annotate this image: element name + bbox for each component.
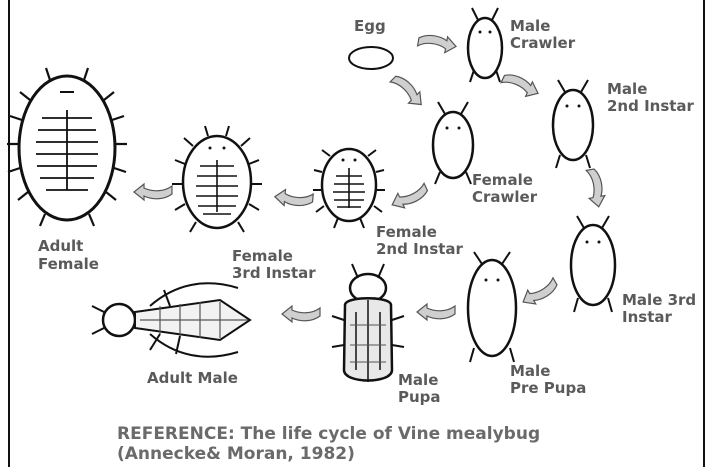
label-male-3rd-instar-line1: Male 3rd — [622, 292, 696, 309]
adult-male-drawing — [92, 283, 250, 356]
label-male-crawler-line2: Crawler — [510, 35, 575, 52]
adult-female-drawing — [7, 68, 127, 226]
label-female-2nd-instar-line1: Female — [376, 224, 437, 241]
arrow-male-3rd-to-prepupa — [519, 276, 560, 309]
label-male-prepupa-line2: Pre Pupa — [510, 380, 586, 397]
female-3rd-instar-drawing — [172, 126, 262, 232]
label-male-pupa-line2: Pupa — [398, 389, 441, 406]
arrow-egg-to-male-crawler — [417, 32, 457, 54]
label-female-3rd-instar-line1: Female — [232, 248, 293, 265]
female-2nd-instar-drawing — [313, 149, 385, 228]
male-pre-pupa-drawing — [468, 252, 516, 362]
arrow-prepupa-to-pupa — [417, 304, 455, 320]
reference-line2: (Annecke& Moran, 1982) — [117, 444, 355, 464]
label-male-2nd-instar-line2: 2nd Instar — [607, 98, 694, 115]
arrow-pupa-to-adult-male — [282, 306, 320, 322]
arrow-male-crawler-to-2nd — [500, 70, 541, 101]
label-adult-female-line2: Female — [38, 256, 99, 273]
label-female-crawler-line1: Female — [472, 172, 533, 189]
label-female-2nd-instar-line2: 2nd Instar — [376, 241, 463, 258]
arrow-egg-to-female-crawler — [389, 72, 427, 110]
male-pupa-drawing — [332, 264, 404, 382]
label-male-pupa-line1: Male — [398, 372, 438, 389]
female-crawler-drawing — [433, 102, 473, 184]
arrow-male-2nd-to-3rd — [584, 168, 606, 208]
male-2nd-instar-drawing — [553, 80, 593, 168]
label-female-3rd-instar-line2: 3rd Instar — [232, 265, 316, 282]
arrow-female-2nd-to-3rd — [274, 189, 313, 208]
arrow-female-crawler-to-2nd — [389, 181, 430, 212]
label-male-crawler-line1: Male — [510, 18, 550, 35]
label-female-crawler-line2: Crawler — [472, 189, 537, 206]
label-adult-male: Adult Male — [147, 370, 238, 387]
male-crawler-drawing — [468, 8, 502, 82]
male-3rd-instar-drawing — [571, 216, 615, 312]
egg-drawing — [349, 47, 393, 69]
label-male-3rd-instar-line2: Instar — [622, 309, 672, 326]
label-male-prepupa-line1: Male — [510, 363, 550, 380]
label-male-2nd-instar-line1: Male — [607, 81, 647, 98]
arrow-female-3rd-to-adult — [134, 184, 172, 200]
label-adult-female-line1: Adult — [38, 238, 83, 255]
label-egg: Egg — [354, 18, 386, 35]
reference-line1: REFERENCE: The life cycle of Vine mealyb… — [117, 424, 540, 444]
